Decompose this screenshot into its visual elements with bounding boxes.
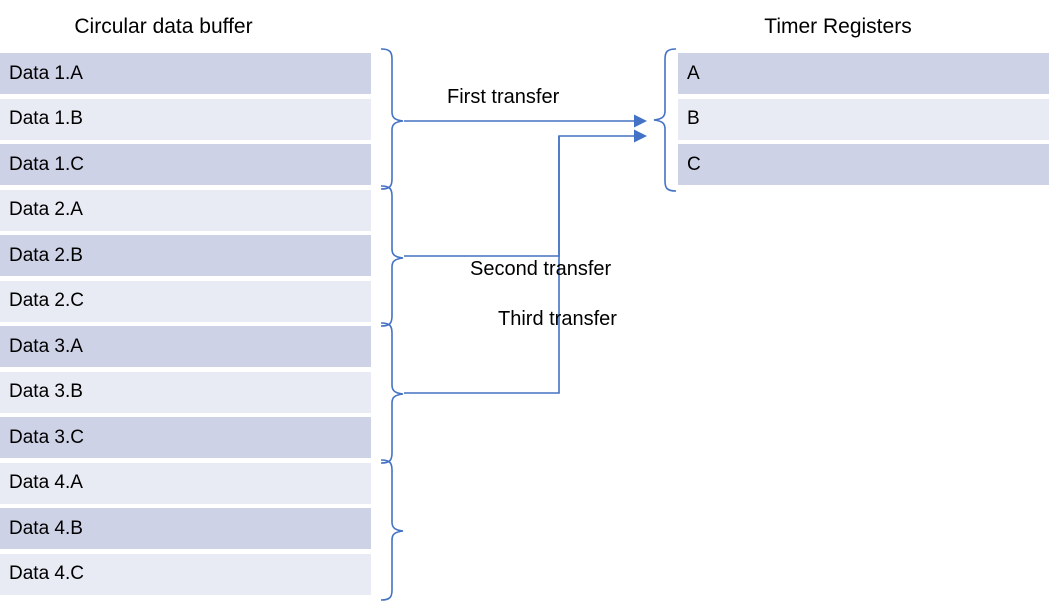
buffer-row-label: Data 2.B: [9, 244, 83, 266]
brace-group-2: [380, 185, 404, 327]
buffer-row: Data 2.B: [0, 235, 371, 276]
brace-group-4: [380, 459, 404, 601]
buffer-row: Data 2.A: [0, 189, 371, 231]
buffer-row: Data 3.B: [0, 371, 371, 413]
buffer-row-label: Data 3.C: [9, 426, 84, 448]
registers-table-title: Timer Registers: [764, 15, 912, 38]
buffer-row-label: Data 1.B: [9, 108, 83, 129]
buffer-row: Data 4.B: [0, 508, 371, 549]
first-transfer-arrow: [404, 114, 647, 128]
register-row: B: [678, 98, 1049, 140]
buffer-row: Data 1.B: [0, 98, 371, 140]
second-transfer-label: Second transfer: [470, 258, 612, 280]
buffer-row: Data 4.A: [0, 462, 371, 504]
first-transfer-arrowhead: [634, 114, 647, 128]
second-transfer-line: [404, 135, 634, 257]
third-transfer-label: Third transfer: [498, 308, 617, 330]
buffer-row-label: Data 1.C: [9, 153, 84, 175]
register-row-label: A: [687, 62, 700, 84]
registers-brace-group: [653, 48, 677, 192]
buffer-row: Data 1.C: [0, 144, 371, 185]
circular-data-buffer-table: Data 1.A Data 1.B Data 1.C Data 2.A Data 2.B…: [0, 53, 371, 599]
buffer-row-label: Data 3.B: [9, 381, 83, 402]
buffer-row-label: Data 3.A: [9, 335, 83, 357]
brace-group-3: [380, 322, 404, 464]
buffer-row-label: Data 4.C: [9, 563, 84, 584]
second-transfer-arrowhead: [634, 129, 647, 143]
buffer-row-label: Data 4.A: [9, 472, 83, 493]
register-row: C: [678, 144, 1049, 185]
buffer-row-label: Data 1.A: [9, 62, 83, 84]
buffer-row: Data 4.C: [0, 553, 371, 595]
brace-group-1: [380, 48, 404, 190]
register-row: A: [678, 53, 1049, 94]
buffer-table-title: Circular data buffer: [74, 15, 253, 38]
buffer-row-label: Data 4.B: [9, 517, 83, 539]
register-row-label: C: [687, 153, 701, 175]
buffer-row-label: Data 2.C: [9, 290, 84, 311]
register-row-label: B: [687, 108, 700, 129]
buffer-row: Data 3.A: [0, 326, 371, 367]
buffer-row-label: Data 2.A: [9, 199, 83, 220]
first-transfer-label: First transfer: [447, 86, 560, 108]
timer-registers-table: A B C: [678, 53, 1049, 190]
buffer-row: Data 3.C: [0, 417, 371, 458]
buffer-row: Data 1.A: [0, 53, 371, 94]
buffer-group-braces: [380, 48, 404, 601]
second-transfer-arrow: [404, 129, 647, 257]
buffer-row: Data 2.C: [0, 280, 371, 322]
brace-registers: [653, 48, 677, 192]
